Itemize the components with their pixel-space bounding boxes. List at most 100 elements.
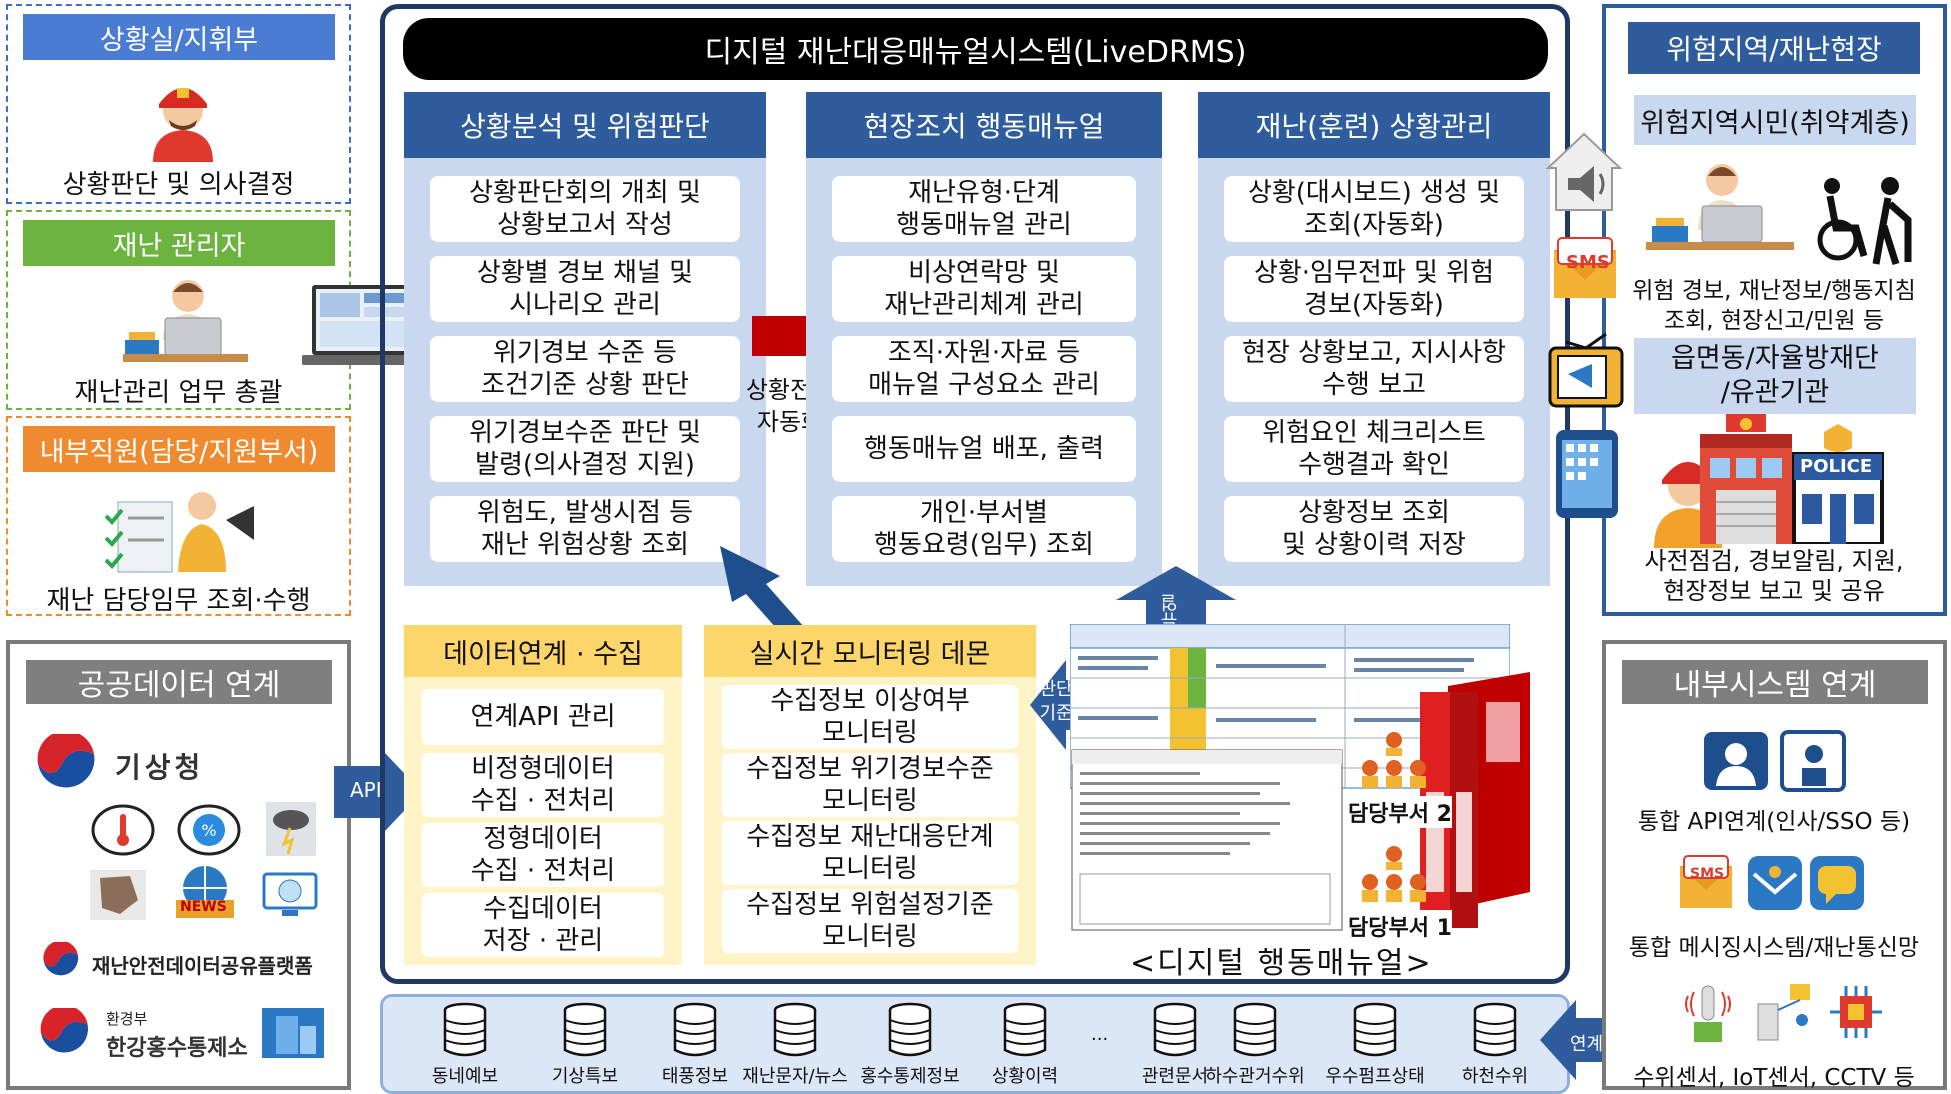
database-label: 우수펌프상태 bbox=[1325, 1066, 1425, 1087]
sms-label: SMS bbox=[1566, 252, 1610, 273]
list-item: 재난유형·단계 행동매뉴얼 관리 bbox=[832, 176, 1136, 242]
ellipsis-label: ... bbox=[1091, 1024, 1109, 1045]
database-label: 홍수통제정보 bbox=[860, 1066, 960, 1087]
database-label: 재난문자/뉴스 bbox=[742, 1066, 848, 1087]
list-item: 수집데이터 저장 · 관리 bbox=[422, 893, 664, 957]
field-manual-column: 현장조치 행동매뉴얼 재난유형·단계 행동매뉴얼 관리 비상연락망 및 재난관리… bbox=[806, 92, 1162, 586]
internal-staff-title: 내부직원(담당/지원부서) bbox=[23, 426, 335, 472]
list-item: 위험요인 체크리스트 수행결과 확인 bbox=[1224, 416, 1524, 482]
database-icon bbox=[673, 1002, 717, 1057]
citizens-title: 위험지역시민(취약계층) bbox=[1634, 95, 1916, 145]
risk-area-title: 위험지역/재난현장 bbox=[1628, 22, 1920, 74]
database-icon bbox=[1233, 1002, 1277, 1057]
list-item: 현장 상황보고, 지시사항 수행 보고 bbox=[1224, 336, 1524, 402]
news-label: NEWS bbox=[180, 899, 227, 915]
link-arrow-icon bbox=[1540, 1000, 1620, 1080]
digital-manual-caption: <디지털 행동매뉴얼> bbox=[1130, 946, 1433, 981]
list-item: 수집정보 위험설정기준 모니터링 bbox=[722, 889, 1018, 953]
list-item: 상황(대시보드) 생성 및 조회(자동화) bbox=[1224, 176, 1524, 242]
list-item: 상황정보 조회 및 상황이력 저장 bbox=[1224, 496, 1524, 562]
dept2-label: 담당부서 2 bbox=[1348, 796, 1452, 828]
monitoring-title: 실시간 모니터링 데몬 bbox=[704, 625, 1036, 677]
manual-up-arrow-icon bbox=[1116, 566, 1236, 640]
database-icon bbox=[773, 1002, 817, 1057]
list-item: 상황·임무전파 및 위험 경보(자동화) bbox=[1224, 256, 1524, 322]
list-item: 조직·자원·자료 등 매뉴얼 구성요소 관리 bbox=[832, 336, 1136, 402]
list-item: 정형데이터 수집 · 전처리 bbox=[422, 823, 664, 887]
internal-staff-panel: 내부직원(담당/지원부서) 재난 담당임무 조회·수행 bbox=[6, 416, 351, 616]
api-label: API bbox=[350, 778, 382, 802]
internal-staff-desc: 재난 담당임무 조회·수행 bbox=[46, 586, 311, 616]
database-label: 하수관거수위 bbox=[1205, 1066, 1305, 1087]
building-icon bbox=[262, 1008, 324, 1058]
list-item: 비상연락망 및 재난관리체계 관리 bbox=[832, 256, 1136, 322]
accessibility-icon bbox=[1817, 177, 1912, 266]
list-item: 비정형데이터 수집 · 전처리 bbox=[422, 753, 664, 817]
house-speaker-icon bbox=[1545, 132, 1623, 211]
data-linkage-column: 데이터연계 · 수집 연계API 관리 비정형데이터 수집 · 전처리 정형데이… bbox=[404, 625, 682, 965]
internal-system-title: 내부시스템 연계 bbox=[1622, 660, 1928, 704]
up-arrow-icon bbox=[720, 546, 812, 646]
user-network-icon bbox=[1704, 732, 1768, 790]
field-manual-title: 현장조치 행동매뉴얼 bbox=[806, 92, 1162, 158]
situation-analysis-column: 상황분석 및 위험판단 상황판단회의 개최 및 상황보고서 작성 상황별 경보 … bbox=[404, 92, 766, 586]
database-label: 하천수위 bbox=[1461, 1066, 1529, 1087]
system-title: 디지털 재난대응매뉴얼시스템(LiveDRMS) bbox=[403, 18, 1548, 80]
commander-icon bbox=[153, 88, 213, 162]
list-item: 위기경보 수준 등 조건기준 상황 판단 bbox=[430, 336, 740, 402]
risk-area-panel bbox=[1602, 4, 1947, 616]
thermometer-icon bbox=[91, 804, 155, 856]
list-item: 위험도, 발생시점 등 재난 위험상황 조회 bbox=[430, 496, 740, 562]
list-item: 수집정보 위기경보수준 모니터링 bbox=[722, 753, 1018, 817]
platform-logo-icon bbox=[43, 942, 79, 976]
list-item: 수집정보 재난대응단계 모니터링 bbox=[722, 821, 1018, 885]
teacher-icon bbox=[1780, 730, 1846, 792]
data-linkage-title: 데이터연계 · 수집 bbox=[404, 625, 682, 677]
disaster-manager-panel: 재난 관리자 재난관리 업무 총괄 bbox=[6, 210, 351, 410]
situation-room-panel: 상황실/지휘부 상황판단 및 의사결정 bbox=[6, 4, 351, 204]
people-group-icon bbox=[1362, 732, 1426, 788]
dept1-label: 담당부서 1 bbox=[1348, 910, 1452, 942]
list-item: 상황별 경보 채널 및 시나리오 관리 bbox=[430, 256, 740, 322]
situation-room-title: 상황실/지휘부 bbox=[23, 14, 335, 60]
api-link-label: 통합 API연계(인사/SSO 등) bbox=[1637, 809, 1911, 835]
database-label: 태풍정보 bbox=[661, 1066, 729, 1087]
list-item: 수집정보 이상여부 모니터링 bbox=[722, 685, 1018, 749]
internal-sms-label: SMS bbox=[1690, 866, 1725, 882]
situation-analysis-title: 상황분석 및 위험판단 bbox=[404, 92, 766, 158]
database-icon bbox=[1353, 1002, 1397, 1057]
database-icon bbox=[563, 1002, 607, 1057]
situation-management-title: 재난(훈련) 상황관리 bbox=[1198, 92, 1550, 158]
police-station-icon bbox=[1792, 424, 1884, 544]
sms-envelope-icon bbox=[1554, 237, 1616, 298]
monitor-globe-icon bbox=[262, 872, 318, 916]
citizen-desk-icon bbox=[1646, 164, 1794, 250]
database-label: 기상특보 bbox=[551, 1066, 619, 1087]
citizens-desc: 위험 경보, 재난정보/행동지침 조회, 현장신고/민원 등 bbox=[1632, 278, 1916, 334]
messaging-label: 통합 메시징시스템/재난통신망 bbox=[1628, 935, 1920, 961]
office-worker-icon bbox=[123, 280, 248, 362]
sms-envelope-icon bbox=[1680, 855, 1732, 908]
kma-logo-icon bbox=[37, 734, 95, 788]
situation-management-column: 재난(훈련) 상황관리 상황(대시보드) 생성 및 조회(자동화) 상황·임무전… bbox=[1198, 92, 1550, 586]
public-data-panel: 공공데이터 연계 기상청 % NEWS 재난안전데이터공유플랫폼 환경부 한강홍… bbox=[6, 640, 351, 1090]
api-arrow-icon bbox=[334, 752, 422, 832]
database-icon bbox=[1003, 1002, 1047, 1057]
monitoring-column: 실시간 모니터링 데몬 수집정보 이상여부 모니터링 수집정보 위기경보수준 모… bbox=[704, 625, 1036, 965]
sensors-label: 수위센서, IoT센서, CCTV 등 bbox=[1633, 1065, 1915, 1091]
public-data-title: 공공데이터 연계 bbox=[26, 660, 332, 704]
database-icon bbox=[1473, 1002, 1517, 1057]
flood-office-label: 한강홍수통제소 bbox=[106, 1036, 248, 1061]
water-sensor-icon bbox=[1685, 985, 1731, 1042]
platform-label: 재난안전데이터공유플랫폼 bbox=[92, 954, 313, 978]
cctv-chip-icon bbox=[1830, 986, 1882, 1038]
rain-drop-icon: % bbox=[177, 804, 241, 856]
ministry-logo-icon bbox=[40, 1008, 89, 1053]
database-icon bbox=[1153, 1002, 1197, 1057]
database-label: 동네예보 bbox=[431, 1066, 499, 1087]
map-icon bbox=[90, 870, 146, 920]
police-label: POLICE bbox=[1800, 456, 1873, 477]
database-icon bbox=[443, 1002, 487, 1057]
mail-person-icon bbox=[1748, 856, 1802, 910]
org-desc: 사전점검, 경보알림, 지원, 현장정보 보고 및 공유 bbox=[1644, 547, 1904, 605]
